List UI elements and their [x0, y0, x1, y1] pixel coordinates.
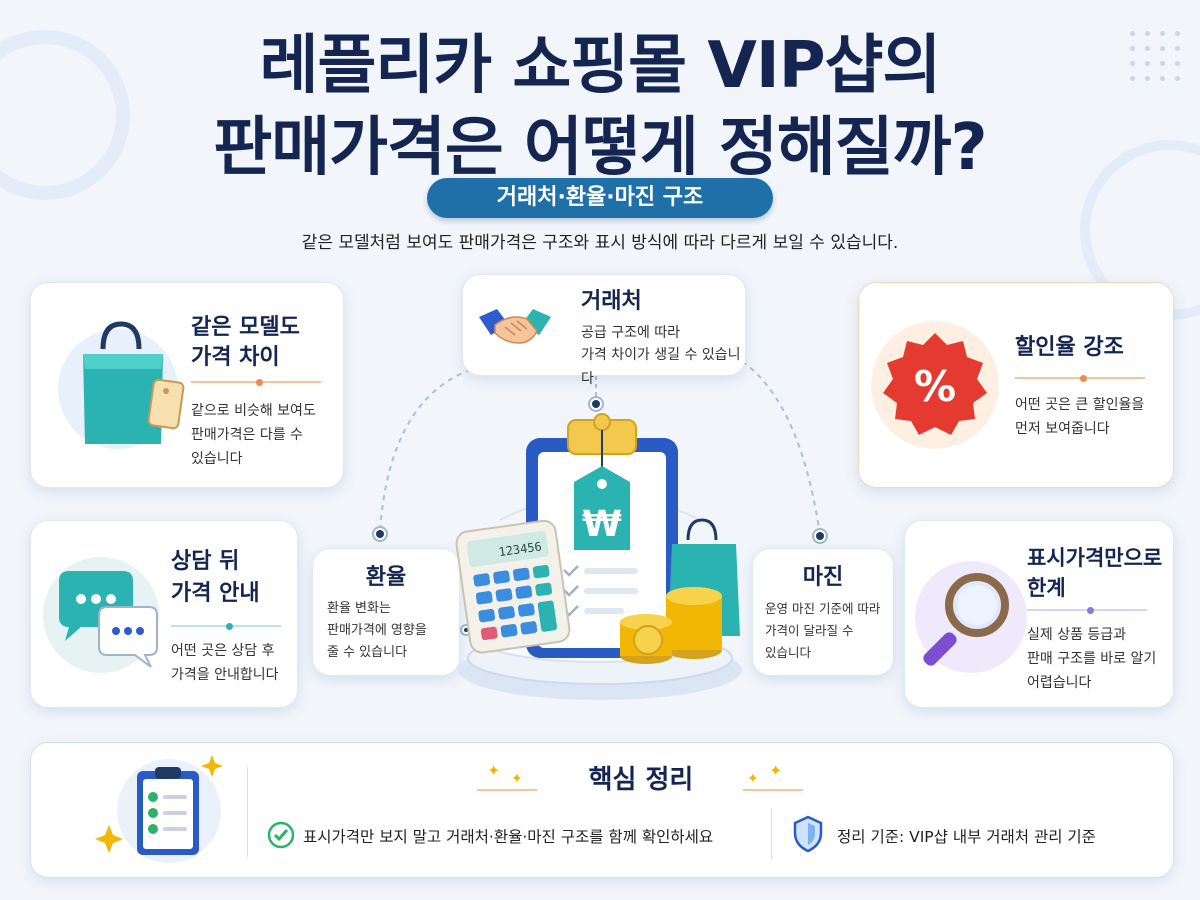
card-desc-line-3: 줄 수 있습니다: [327, 645, 408, 660]
shield-icon: [793, 815, 823, 853]
card-desc-line-3: 있습니다: [765, 645, 812, 660]
coin-stack-icon: [620, 587, 722, 664]
shopping-bag-icon: [58, 321, 185, 449]
card-divider: [171, 622, 281, 630]
sparkle-icon: [201, 755, 223, 777]
card-title: 할인율 강조: [1015, 335, 1124, 360]
summary-title: 핵심 정리: [588, 765, 694, 795]
currency-symbol: ₩: [582, 504, 622, 545]
summary-vertical-divider: [247, 767, 248, 857]
sparkle-icon: ✦: [511, 771, 523, 787]
calculator-icon: 123456: [455, 519, 571, 654]
card-display-price: 표시가격만으로 한계 실제 상품 등급과 판매 구조를 바로 알기 어렵습니다: [904, 520, 1174, 708]
magnifier-icon: [915, 561, 1027, 673]
card-margin: 마진 운영 마진 기준에 따라 가격이 달라질 수 있습니다: [752, 548, 894, 676]
card-title-line-1: 표시가격만으로: [1027, 546, 1163, 570]
card-desc-line-1: 같으로 비슷해 보여도: [191, 403, 316, 419]
card-title: 마진: [802, 565, 844, 590]
connector-node-left: [374, 528, 386, 540]
card-desc-line-2: 판매가격은 다를 수: [191, 427, 303, 443]
card-desc-line-1: 운영 마진 기준에 따라: [765, 601, 881, 616]
card-desc-line-1: 어떤 곳은 상담 후: [171, 643, 275, 659]
card-desc-line-2: 가격을 안내합니다: [171, 667, 279, 683]
card-desc-line-3: 있습니다: [191, 451, 243, 467]
card-desc-line-2: 먼저 보여줍니다: [1015, 421, 1110, 437]
card-divider: [191, 378, 321, 386]
connector-node-right: [814, 530, 826, 542]
sparkle-icon: ✦: [747, 771, 759, 787]
card-exchange: 환율 환율 변화는 판매가격에 영향을 줄 수 있습니다: [312, 548, 460, 676]
sparkle-icon: ✦: [487, 761, 501, 780]
card-title: 거래처: [581, 289, 642, 314]
page-title-line-1: 레플리카 쇼핑몰 VIP샵의: [259, 29, 942, 103]
card-desc-line-3: 어렵습니다: [1027, 675, 1092, 691]
summary-panel: ✦ ✦ 핵심 정리 ✦ ✦ 표시가격만 보지 말고 거래처·환율·마진 구조를 …: [30, 742, 1174, 878]
card-desc-line-1: 실제 상품 등급과: [1027, 627, 1127, 643]
card-discount: % 할인율 강조 어떤 곳은 큰 할인율을 먼저 보여줍니다: [858, 282, 1174, 488]
chat-bubbles-icon: [43, 557, 159, 673]
card-desc-line-1: 공급 구조에 따라: [581, 325, 681, 341]
summary-title-row: ✦ ✦ 핵심 정리 ✦ ✦: [471, 757, 811, 797]
card-desc-line-2: 가격이 달라질 수: [765, 623, 854, 638]
page-title-line-2: 판매가격은 어떻게 정해질까?: [213, 111, 987, 185]
card-title-line-1: 같은 모델도: [191, 315, 300, 340]
card-desc-line-1: 어떤 곳은 큰 할인율을: [1015, 397, 1145, 413]
sparkle-icon: ✦: [769, 761, 783, 780]
title-underline-right: [743, 789, 803, 791]
title-underline-left: [477, 789, 537, 791]
card-same-model: 같은 모델도 가격 차이 같으로 비슷해 보여도 판매가격은 다를 수 있습니다: [30, 282, 344, 488]
card-title-line-2: 가격 차이: [191, 345, 280, 370]
calculator-display: 123456: [498, 539, 543, 559]
connector-node-top: [590, 398, 602, 410]
topic-pill: 거래처·환율·마진 구조: [427, 178, 773, 218]
card-desc-line-2: 판매가격에 영향을: [327, 623, 427, 638]
svg-text:%: %: [914, 362, 956, 411]
handshake-icon: [479, 309, 551, 344]
card-divider: [1027, 606, 1147, 614]
background-dot-grid: [1125, 26, 1185, 86]
summary-inner-divider: [771, 809, 772, 859]
card-title-line-2: 한계: [1027, 576, 1066, 600]
card-divider: [1015, 374, 1145, 382]
center-illustration: ₩ 123456: [455, 413, 742, 700]
card-title-line-2: 가격 안내: [171, 581, 260, 606]
card-desc-line-2: 판매 구조를 바로 알기: [1027, 651, 1157, 667]
checklist-lines: [563, 565, 638, 617]
card-consult: 상담 뒤 가격 안내 어떤 곳은 상담 후 가격을 안내합니다: [30, 520, 298, 708]
price-tag-icon: ₩: [574, 430, 630, 550]
sparkle-icon: [95, 825, 123, 853]
clipboard-checklist-icon: [95, 755, 223, 863]
percent-badge-icon: %: [871, 321, 999, 449]
summary-basis: 정리 기준: VIP샵 내부 거래처 관리 기준: [837, 828, 1096, 846]
card-desc-line-2: 가격 차이가 생길 수 있습니다: [581, 347, 741, 387]
card-desc-line-1: 환율 변화는: [327, 601, 391, 616]
page-subtitle: 같은 모델처럼 보여도 판매가격은 구조와 표시 방식에 따라 다르게 보일 수…: [301, 233, 899, 253]
summary-point: 표시가격만 보지 말고 거래처·환율·마진 구조를 함께 확인하세요: [303, 828, 714, 846]
card-title-line-1: 상담 뒤: [171, 549, 240, 574]
check-circle-icon: [267, 821, 295, 849]
card-title: 환율: [365, 565, 407, 590]
card-supplier: 거래처 공급 구조에 따라 가격 차이가 생길 수 있습니다: [462, 274, 746, 387]
